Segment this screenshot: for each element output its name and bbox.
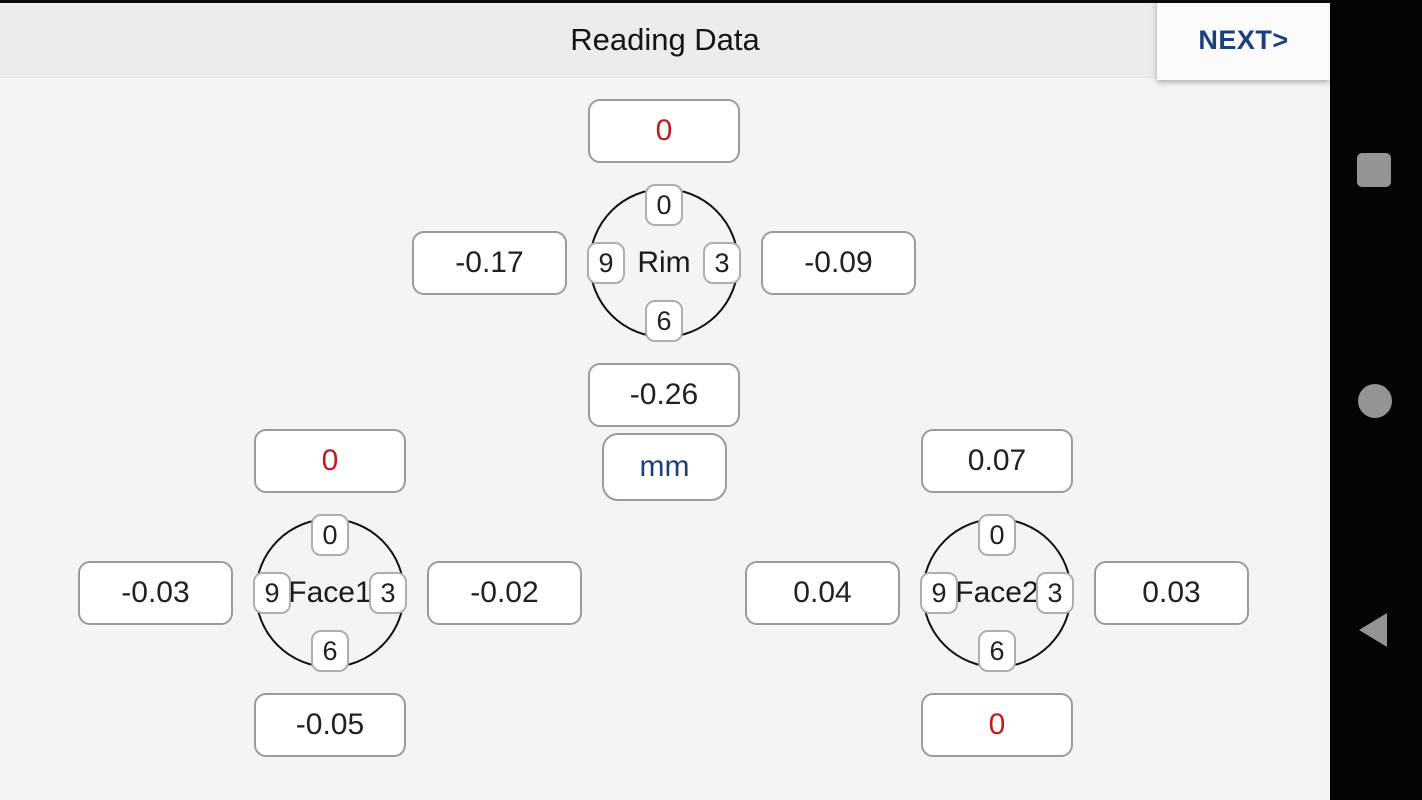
next-button-label: NEXT> (1198, 24, 1289, 55)
face2-clock-3-button[interactable]: 3 (1036, 572, 1074, 614)
face1-dial-label: Face1 (288, 576, 372, 609)
face1-clock-6-button[interactable]: 6 (311, 630, 349, 672)
home-icon[interactable] (1358, 384, 1392, 418)
face2-dial-label: Face2 (955, 576, 1039, 609)
face1-clock-0-button[interactable]: 0 (311, 514, 349, 556)
face1-reading-left[interactable]: -0.03 (78, 561, 233, 625)
rim-reading-top[interactable]: 0 (588, 99, 740, 163)
unit-button[interactable]: mm (602, 433, 727, 501)
face2-clock-9-button[interactable]: 9 (920, 572, 958, 614)
app-window: Reading Data NEXT> 0 -0.17 -0.09 -0.26 R… (0, 0, 1330, 800)
rim-reading-left[interactable]: -0.17 (412, 231, 567, 295)
rim-clock-9-button[interactable]: 9 (587, 242, 625, 284)
face1-clock-9-button[interactable]: 9 (253, 572, 291, 614)
rim-clock-3-button[interactable]: 3 (703, 242, 741, 284)
face1-clock-3-button[interactable]: 3 (369, 572, 407, 614)
status-strip (0, 0, 1330, 3)
page-title: Reading Data (570, 22, 760, 57)
rim-clock-6-button[interactable]: 6 (645, 300, 683, 342)
face2-clock-6-button[interactable]: 6 (978, 630, 1016, 672)
recents-icon[interactable] (1357, 153, 1391, 187)
face2-reading-left[interactable]: 0.04 (745, 561, 900, 625)
face2-reading-bottom[interactable]: 0 (921, 693, 1073, 757)
rim-dial-label: Rim (637, 246, 691, 279)
back-icon[interactable] (1359, 613, 1387, 647)
next-button[interactable]: NEXT> (1157, 0, 1330, 80)
face2-reading-top[interactable]: 0.07 (921, 429, 1073, 493)
face1-reading-top[interactable]: 0 (254, 429, 406, 493)
face1-reading-bottom[interactable]: -0.05 (254, 693, 406, 757)
face2-clock-0-button[interactable]: 0 (978, 514, 1016, 556)
dial-group-face1: 0 -0.03 -0.02 -0.05 Face1 0 3 6 9 (78, 429, 582, 757)
face2-reading-right[interactable]: 0.03 (1094, 561, 1249, 625)
rim-reading-right[interactable]: -0.09 (761, 231, 916, 295)
rim-clock-0-button[interactable]: 0 (645, 184, 683, 226)
face1-reading-right[interactable]: -0.02 (427, 561, 582, 625)
android-navbar (1330, 0, 1422, 800)
dial-group-rim: 0 -0.17 -0.09 -0.26 Rim 0 3 6 9 (412, 99, 916, 427)
app-header: Reading Data (0, 0, 1330, 78)
dial-group-face2: 0.07 0.04 0.03 0 Face2 0 3 6 9 (745, 429, 1249, 757)
rim-reading-bottom[interactable]: -0.26 (588, 363, 740, 427)
